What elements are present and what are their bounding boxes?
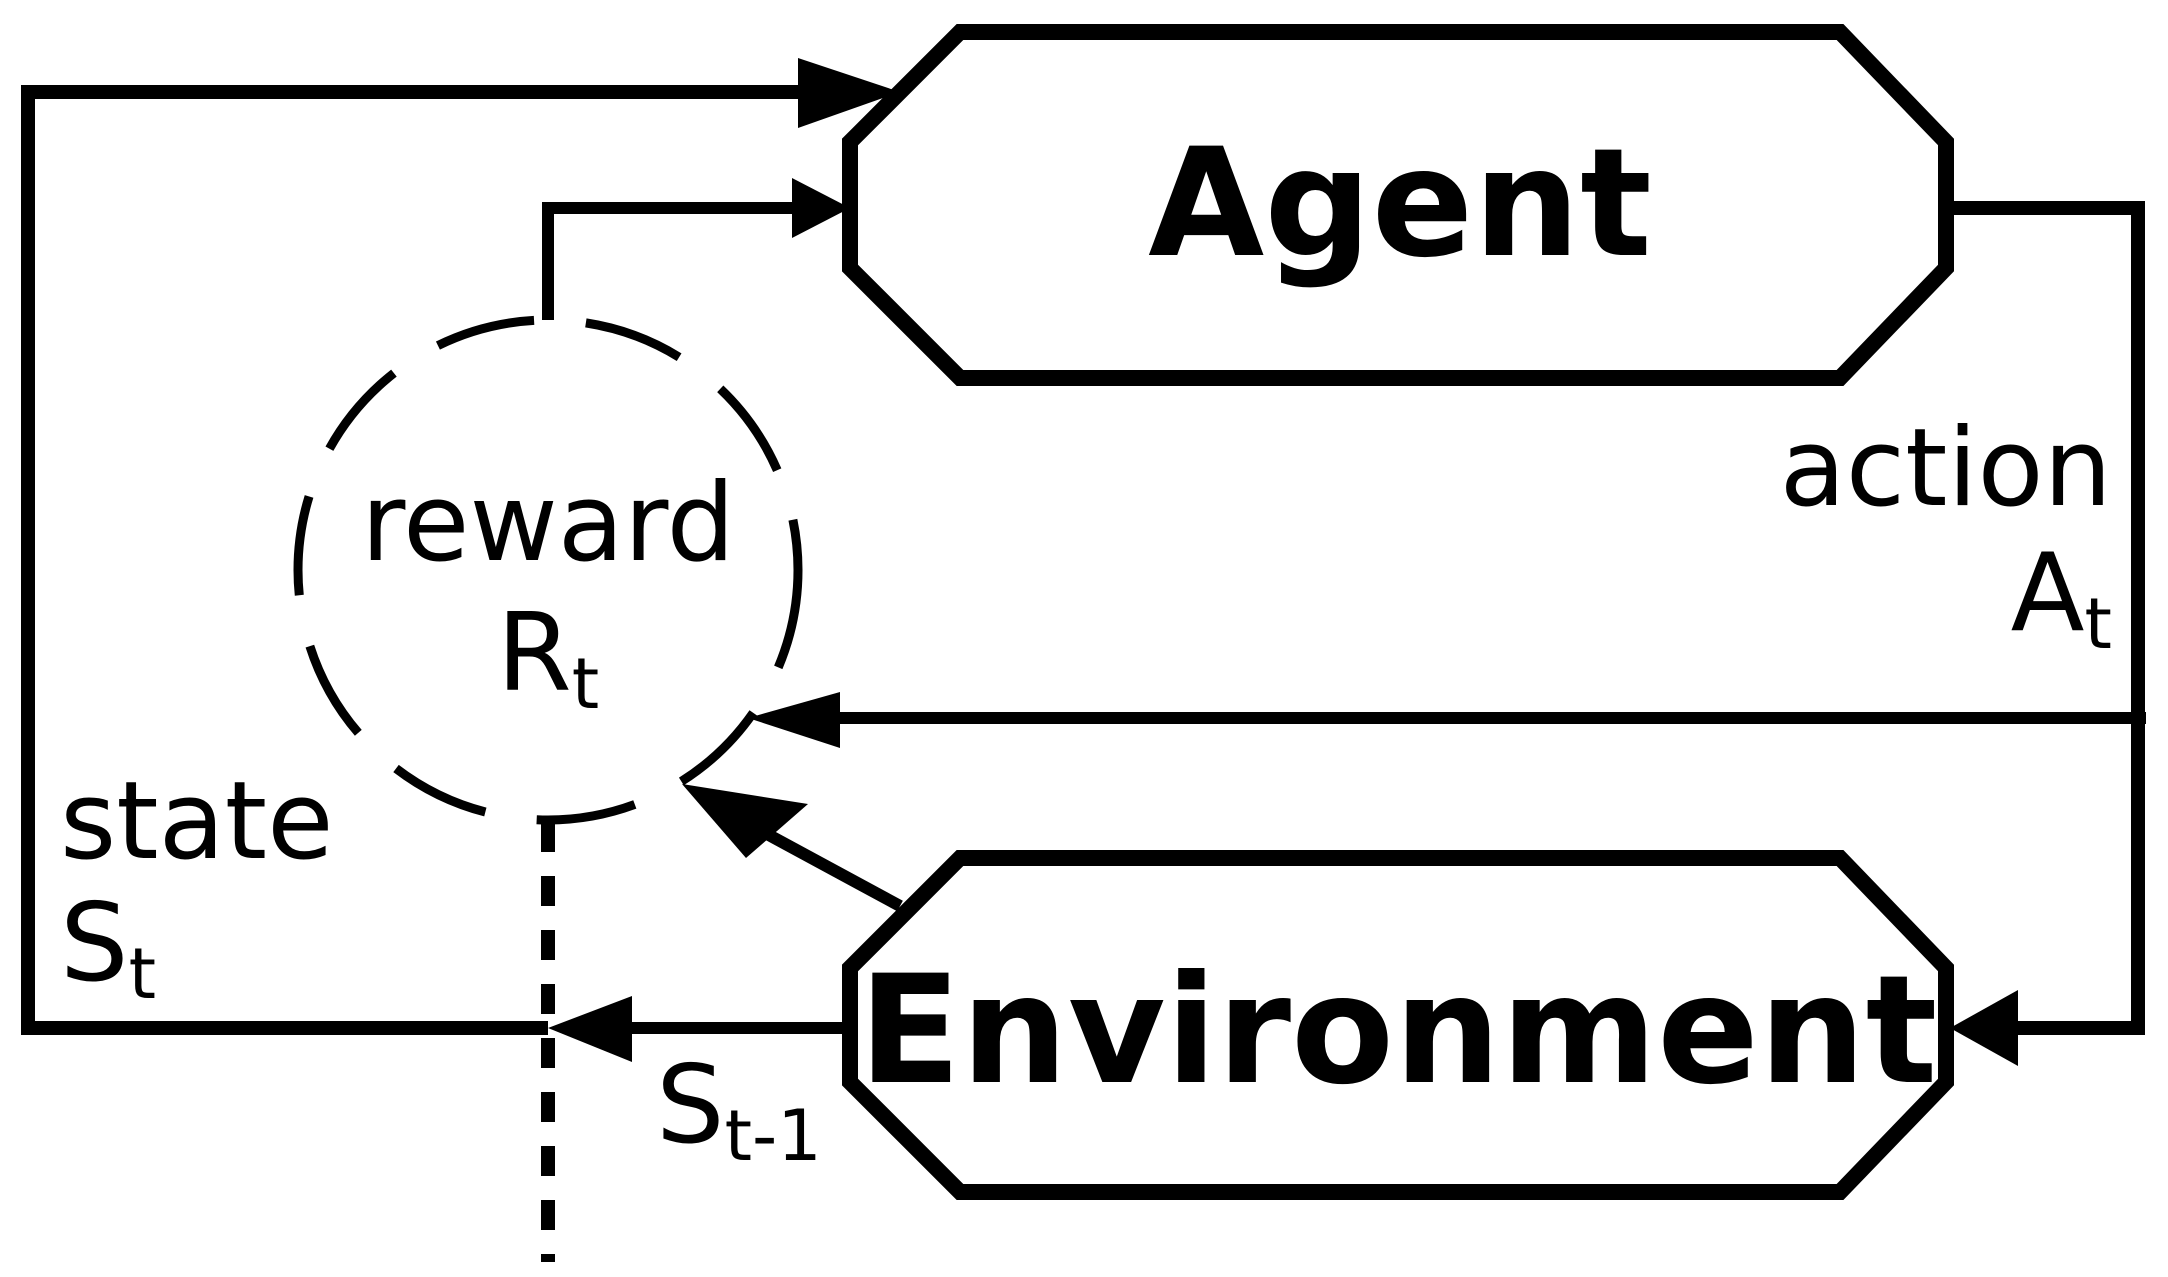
state-label: state: [60, 759, 334, 884]
previous-state-symbol-main: S: [656, 1043, 725, 1168]
action-symbol: At: [2011, 531, 2112, 665]
action-symbol-subscript: t: [2085, 583, 2112, 665]
action-symbol-main: A: [2011, 531, 2085, 656]
reward-arrowhead: [792, 178, 850, 238]
state-symbol-subscript: t: [129, 933, 156, 1015]
action-label: action: [1780, 406, 2112, 531]
environment-to-reward-arrowhead: [682, 784, 808, 858]
state-symbol: St: [60, 881, 156, 1015]
action-edge: [1952, 201, 2145, 1035]
reward-edge: [542, 202, 810, 320]
reward-symbol-main: R: [497, 591, 572, 716]
action-to-reward-arrowhead: [748, 692, 840, 748]
previous-state-symbol: St-1: [656, 1043, 822, 1177]
agent-label: Agent: [1148, 117, 1652, 291]
state-symbol-main: S: [60, 881, 129, 1006]
environment-label: Environment: [859, 944, 1938, 1118]
reward-symbol: Rt: [497, 591, 600, 725]
reward-node: [293, 315, 803, 825]
previous-state-symbol-subscript: t-1: [725, 1095, 822, 1177]
state-edge: [21, 85, 820, 1035]
state-arrowhead: [798, 58, 900, 128]
previous-state-arrowhead: [548, 996, 632, 1062]
agent-node: [842, 24, 1954, 386]
reward-symbol-subscript: t: [572, 643, 599, 725]
environment-node: [842, 850, 1954, 1200]
action-arrowhead: [1950, 990, 2018, 1066]
reward-label: reward: [361, 461, 735, 586]
